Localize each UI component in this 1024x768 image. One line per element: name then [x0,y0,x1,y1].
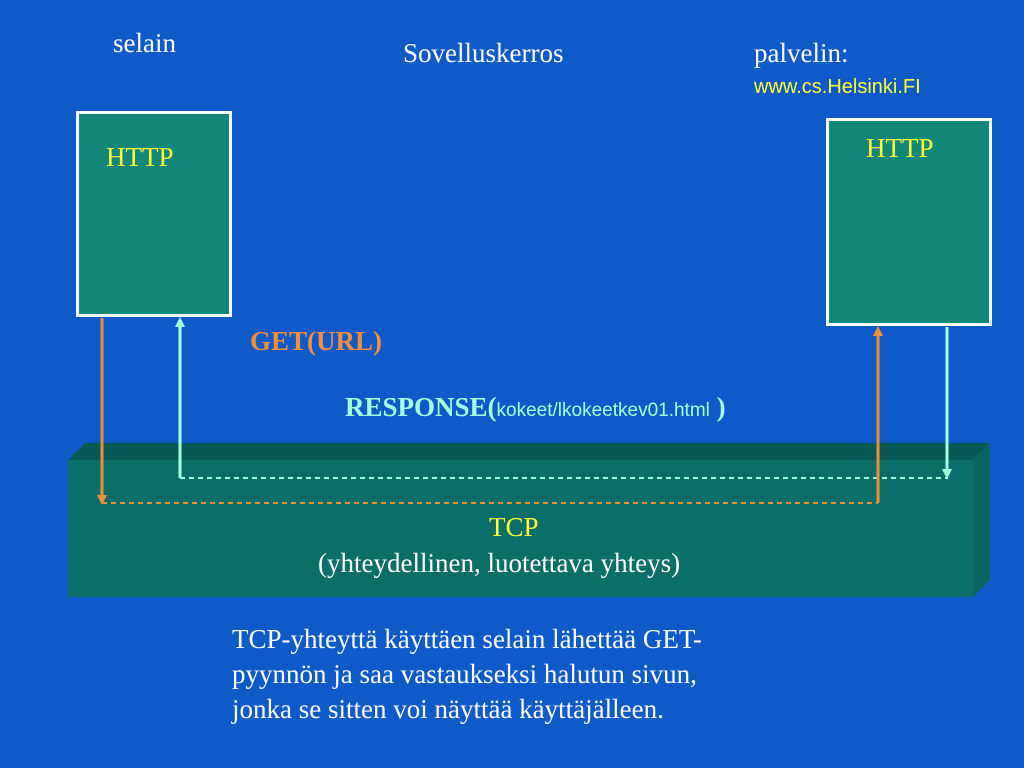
get-request-label: GET(URL) [250,326,383,356]
tcp-description: (yhteydellinen, luotettava yhteys) [318,548,681,578]
caption-text: TCP-yhteyttä käyttäen selain lähettää GE… [232,622,852,727]
caption-line-1: TCP-yhteyttä käyttäen selain lähettää GE… [232,624,702,654]
server-http-label: HTTP [866,133,934,163]
caption-line-3: jonka se sitten voi näyttää käyttäjällee… [232,694,664,724]
tcp-block-top [68,443,990,460]
server-url: www.cs.Helsinki.FI [754,76,921,98]
response-close-text: ) [709,392,726,422]
client-http-label: HTTP [106,142,174,172]
response-main-text: RESPONSE( [345,392,497,422]
client-label: selain [113,28,176,58]
tcp-label: TCP [489,512,539,542]
tcp-block-front [68,460,973,597]
response-label: RESPONSE(kokeet/lkokeetkev01.html ) [345,392,726,423]
server-label: palvelin: [754,38,849,68]
layer-title: Sovelluskerros [403,38,564,68]
response-file-text: kokeet/lkokeetkev01.html [496,400,710,421]
server-http-box: HTTP [826,118,992,326]
caption-line-2: pyynnön ja saa vastaukseksi halutun sivu… [232,659,697,689]
client-http-box: HTTP [76,111,232,317]
tcp-block-side [973,443,990,597]
